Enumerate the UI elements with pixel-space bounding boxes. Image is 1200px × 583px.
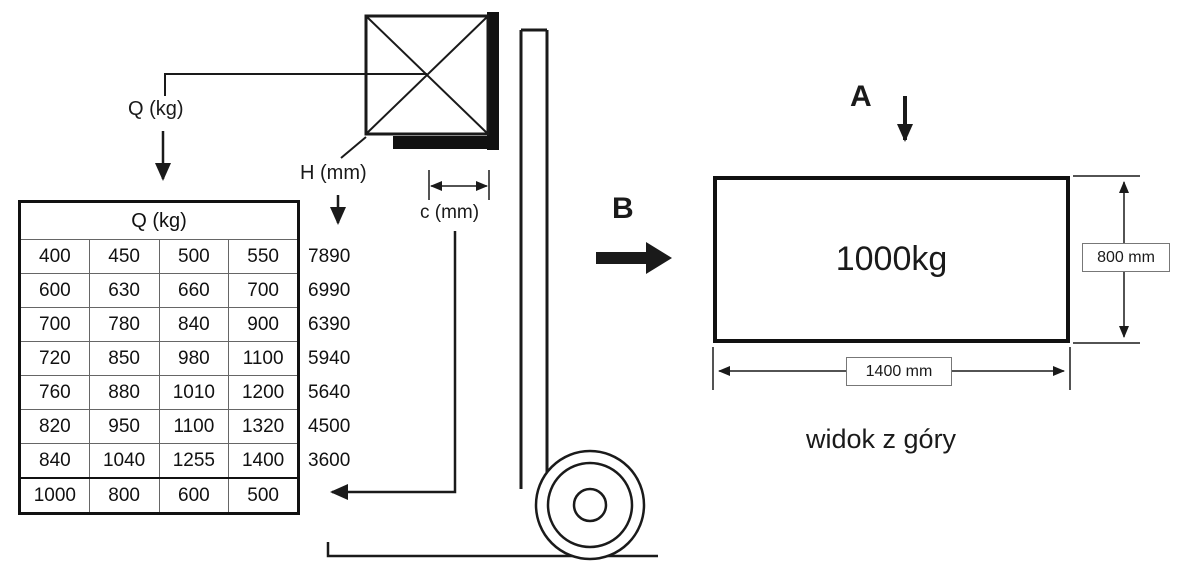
load-top-view-rect: 1000kg: [713, 176, 1070, 343]
table-cell: 630: [88, 273, 160, 308]
h-value: 3600: [308, 450, 351, 471]
table-cell: 880: [88, 375, 160, 410]
table-row: 840 1040 1255 1400: [19, 443, 299, 479]
load-capacity-table: Q (kg) 400 450 500 550 600 630 660 700 7…: [18, 200, 300, 515]
table-cell: 550: [228, 239, 299, 274]
table-cell: 900: [228, 307, 299, 342]
table-row: 760 880 1010 1200: [19, 375, 299, 410]
forklift-chassis-line: [326, 542, 658, 558]
table-cell: 820: [19, 409, 90, 444]
forklift-wheel: [534, 449, 646, 561]
table-cell: 840: [19, 443, 90, 479]
table-cell: 1400: [228, 443, 299, 479]
b-arrow: [596, 242, 672, 274]
h-value: 6390: [308, 314, 351, 335]
table-cell: 450: [88, 239, 160, 274]
table-header-row: Q (kg): [19, 201, 299, 240]
table-cell: 1100: [158, 409, 230, 444]
table-row: 600 630 660 700: [19, 273, 299, 308]
b-label: B: [612, 192, 634, 225]
table-row: 720 850 980 1100: [19, 341, 299, 376]
table-cell: 980: [158, 341, 230, 376]
h-values-column: 7890 6990 6390 5940 5640 4500 3600: [303, 240, 350, 478]
fork-to-h-line: [340, 136, 367, 159]
table-cell: 780: [88, 307, 160, 342]
c-label: c (mm): [420, 202, 480, 223]
table-row: 700 780 840 900: [19, 307, 299, 342]
table-cell: 600: [19, 273, 90, 308]
table-cell: 1320: [228, 409, 299, 444]
load-weight-label: 1000kg: [835, 240, 948, 278]
h-value: 6990: [308, 280, 351, 301]
fork-back: [487, 12, 499, 150]
table-cell: 760: [19, 375, 90, 410]
a-label: A: [850, 80, 872, 113]
table-cell: 700: [19, 307, 90, 342]
h-label: H (mm): [300, 162, 367, 184]
load-to-q-line: [164, 73, 427, 96]
table-cell: 500: [158, 239, 230, 274]
table-cell: 840: [158, 307, 230, 342]
table-cell: 1255: [158, 443, 230, 479]
depth-dimension-label: 800 mm: [1082, 243, 1170, 272]
c-to-table-arrow: [330, 231, 457, 500]
c-dimension: [428, 170, 490, 200]
table-cell: 1010: [158, 375, 230, 410]
table-cell: 1000: [19, 477, 90, 514]
table-cell: 400: [19, 239, 90, 274]
table-cell: 950: [88, 409, 160, 444]
fork-blade: [393, 136, 499, 149]
top-view-caption: widok z góry: [806, 424, 957, 454]
table-cell: 1040: [88, 443, 160, 479]
q-label: Q (kg): [128, 98, 184, 120]
table-cell: 500: [228, 477, 299, 514]
table-cell: 720: [19, 341, 90, 376]
load-box-diagonals: [365, 15, 489, 135]
table-cell: 850: [88, 341, 160, 376]
load-box: [364, 14, 490, 136]
h-value: 4500: [308, 416, 351, 437]
table-cell: 800: [88, 477, 160, 514]
h-value: 5940: [308, 348, 351, 369]
table-cell: 1100: [228, 341, 299, 376]
table-header-q: Q (kg): [19, 201, 299, 240]
h-value: 7890: [308, 246, 351, 267]
table-row: 400 450 500 550: [19, 239, 299, 274]
h-value: 5640: [308, 382, 351, 403]
table-row-c-values: 1000 800 600 500: [19, 477, 299, 514]
table-cell: 700: [228, 273, 299, 308]
table-cell: 660: [158, 273, 230, 308]
width-dimension-label: 1400 mm: [846, 357, 952, 386]
table-cell: 1200: [228, 375, 299, 410]
table-cell: 600: [158, 477, 230, 514]
table-row: 820 950 1100 1320: [19, 409, 299, 444]
forklift-mast: [519, 28, 549, 489]
